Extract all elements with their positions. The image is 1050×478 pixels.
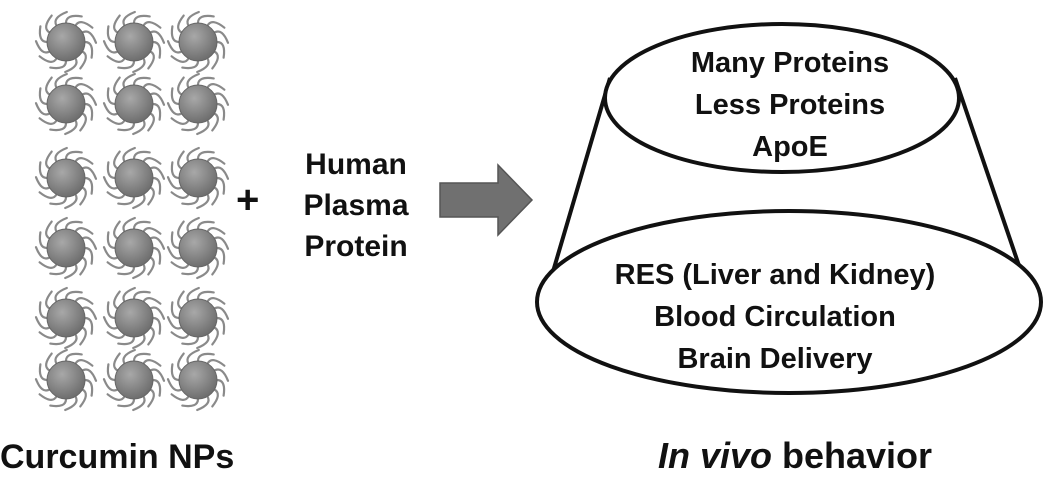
nanoparticle-icon [102,10,166,74]
funnel-shape [535,22,1043,395]
curcumin-nps-caption: Curcumin NPs [0,438,235,476]
nanoparticle-icon [166,10,230,74]
funnel-left-side [545,77,612,293]
plus-symbol: + [236,178,260,222]
nanoparticle-icon [166,216,230,280]
funnel-right-side [953,77,1030,293]
bottom-line-brain-delivery: Brain Delivery [677,343,873,375]
plasma-line-1: Human [305,148,407,181]
human-plasma-protein-label: Human Plasma Protein [276,144,436,267]
nanoparticle-icon [166,146,230,210]
bottom-line-blood-circulation: Blood Circulation [654,301,896,333]
plasma-line-3: Protein [304,230,408,263]
nanoparticle-icon [34,216,98,280]
plasma-line-2: Plasma [303,189,409,222]
nanoparticle-icon [34,72,98,136]
nanoparticle-icon [166,286,230,350]
nanoparticle-icon [166,72,230,136]
top-line-apoe: ApoE [752,131,828,163]
nanoparticle-icon [102,286,166,350]
funnel-bottom-ellipse [535,209,1043,395]
behavior-word: behavior [771,435,933,476]
bottom-line-res: RES (Liver and Kidney) [614,259,936,291]
funnel-top-ellipse [603,22,961,174]
nanoparticle-icon [34,146,98,210]
funnel-bottom-text: RES (Liver and Kidney) Blood Circulation… [540,254,1010,380]
nanoparticle-icon [34,10,98,74]
top-line-many-proteins: Many Proteins [690,47,890,79]
funnel-top-text: Many Proteins Less Proteins ApoE [602,42,978,168]
nanoparticle-icon [102,348,166,412]
process-arrow [439,163,534,237]
nanoparticle-icon [102,216,166,280]
nanoparticle-icon [166,348,230,412]
nanoparticle-icon [102,146,166,210]
nanoparticle-icon [34,348,98,412]
nanoparticle-icon [34,286,98,350]
in-vivo-italic: In vivo [657,435,772,476]
nanoparticle-icon [102,72,166,136]
nanoparticle-grid [34,10,230,412]
in-vivo-behavior-caption: In vivo behavior [600,435,990,477]
top-line-less-proteins: Less Proteins [694,89,886,121]
